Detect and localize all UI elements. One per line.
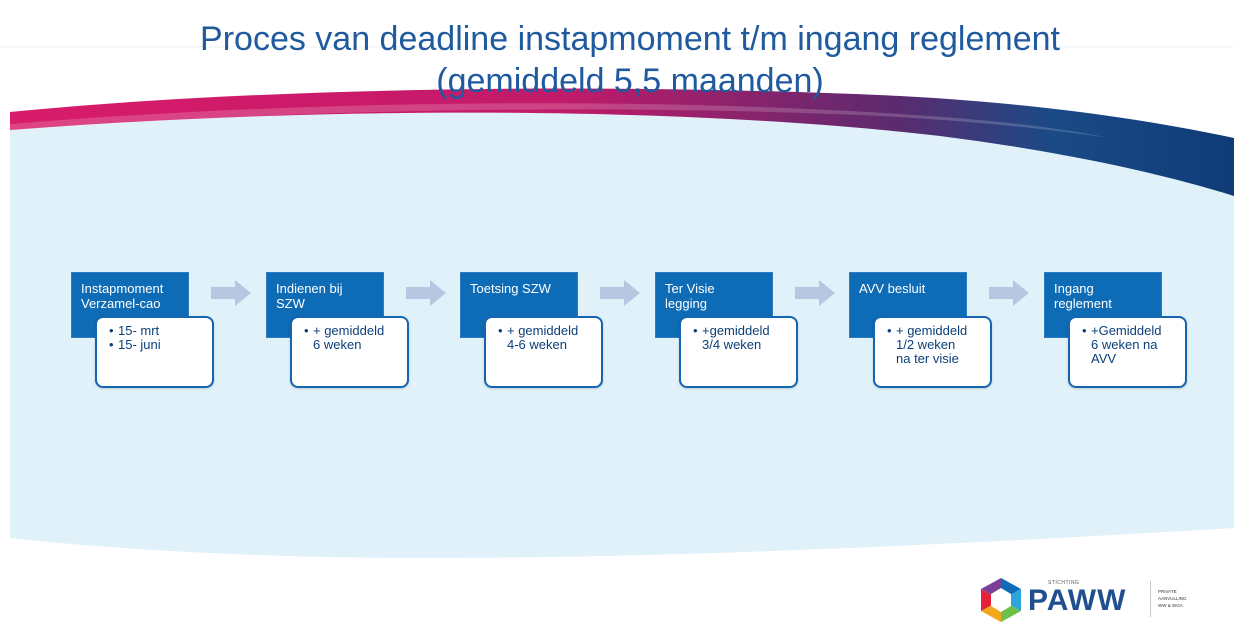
paww-logo: STICHTING PAWW PRIVATE AANVULLING WW & W… xyxy=(978,575,1228,625)
step-detail-text: 15- juni xyxy=(118,337,161,352)
bullet-icon xyxy=(887,338,896,352)
step-detail-text: 1/2 weken xyxy=(896,337,956,352)
bullet-icon: • xyxy=(1082,323,1087,338)
bullet-icon xyxy=(1082,338,1091,352)
step-detail-text: + gemiddeld xyxy=(507,323,579,338)
step-detail-line: • +Gemiddeld xyxy=(1082,324,1179,338)
title-line-1: Proces van deadline instapmoment t/m ing… xyxy=(200,20,1060,58)
step-detail-text: + gemiddeld xyxy=(896,323,968,338)
step-title-line: Toetsing SZW xyxy=(470,281,551,296)
step-detail-text: 6 weken na xyxy=(1091,337,1158,352)
page-title: Proces van deadline instapmoment t/m ing… xyxy=(0,18,1234,102)
swoosh-ribbon-highlight xyxy=(10,103,1110,138)
step-detail-box: • 15- mrt • 15- juni xyxy=(95,316,214,388)
step-detail-line: • + gemiddeld xyxy=(887,324,984,338)
logo-small-text: STICHTING xyxy=(1048,580,1080,586)
arrow-right-icon xyxy=(600,280,640,306)
step-detail-line: AVV xyxy=(1082,352,1179,366)
step-title-line: legging xyxy=(665,296,707,311)
bullet-icon xyxy=(498,338,507,352)
bullet-icon xyxy=(1082,352,1091,366)
step-detail-line: • 15- mrt xyxy=(109,324,206,338)
step-title-line: AVV besluit xyxy=(859,281,926,296)
step-detail-text: +Gemiddeld xyxy=(1091,323,1162,338)
arrow-right-icon xyxy=(211,280,251,306)
logo-tagline-line: AANVULLING xyxy=(1158,596,1187,601)
step-detail-line: • 15- juni xyxy=(109,338,206,352)
step-title-line: Ingang xyxy=(1054,281,1094,296)
step-detail-line: 6 weken na xyxy=(1082,338,1179,352)
step-detail-line: 4-6 weken xyxy=(498,338,595,352)
step-detail-line: 1/2 weken xyxy=(887,338,984,352)
bullet-icon xyxy=(887,352,896,366)
step-detail-text: AVV xyxy=(1091,351,1117,366)
step-title-line: Indienen bij xyxy=(276,281,343,296)
light-band xyxy=(10,105,1234,558)
step-title-line: Ter Visie xyxy=(665,281,715,296)
title-line-2: (gemiddeld 5,5 maanden) xyxy=(436,62,824,100)
step-detail-line: • +gemiddeld xyxy=(693,324,790,338)
step-detail-line: 6 weken xyxy=(304,338,401,352)
logo-mark-icon xyxy=(981,578,1021,622)
arrow-right-icon xyxy=(795,280,835,306)
step-detail-line: na ter visie xyxy=(887,352,984,366)
step-title-line: reglement xyxy=(1054,296,1112,311)
bullet-icon: • xyxy=(887,323,892,338)
arrow-right-icon xyxy=(989,280,1029,306)
step-detail-text: 15- mrt xyxy=(118,323,160,338)
step-title-line: Verzamel-cao xyxy=(81,296,161,311)
step-detail-line: • + gemiddeld xyxy=(498,324,595,338)
logo-tagline-line: WW & WGA xyxy=(1158,603,1183,608)
step-detail-text: +gemiddeld xyxy=(702,323,770,338)
bullet-icon xyxy=(693,338,702,352)
logo-name: PAWW xyxy=(1028,584,1127,617)
step-title-line: Instapmoment xyxy=(81,281,164,296)
step-detail-text: 6 weken xyxy=(313,337,362,352)
bullet-icon: • xyxy=(693,323,698,338)
bullet-icon: • xyxy=(498,323,503,338)
swoosh-ribbon xyxy=(10,88,1234,196)
step-detail-line: 3/4 weken xyxy=(693,338,790,352)
step-detail-text: na ter visie xyxy=(896,351,959,366)
bullet-icon: • xyxy=(304,323,309,338)
logo-tagline-line: PRIVATE xyxy=(1158,589,1177,594)
arrow-right-icon xyxy=(406,280,446,306)
logo-divider xyxy=(1150,581,1151,617)
step-detail-text: 3/4 weken xyxy=(702,337,762,352)
bullet-icon xyxy=(304,338,313,352)
step-detail-line: • + gemiddeld xyxy=(304,324,401,338)
logo-tagline: PRIVATE AANVULLING WW & WGA xyxy=(1158,588,1198,609)
step-detail-text: + gemiddeld xyxy=(313,323,385,338)
step-title-line: SZW xyxy=(276,296,305,311)
step-detail-text: 4-6 weken xyxy=(507,337,567,352)
bullet-icon: • xyxy=(109,337,114,352)
bullet-icon: • xyxy=(109,323,114,338)
